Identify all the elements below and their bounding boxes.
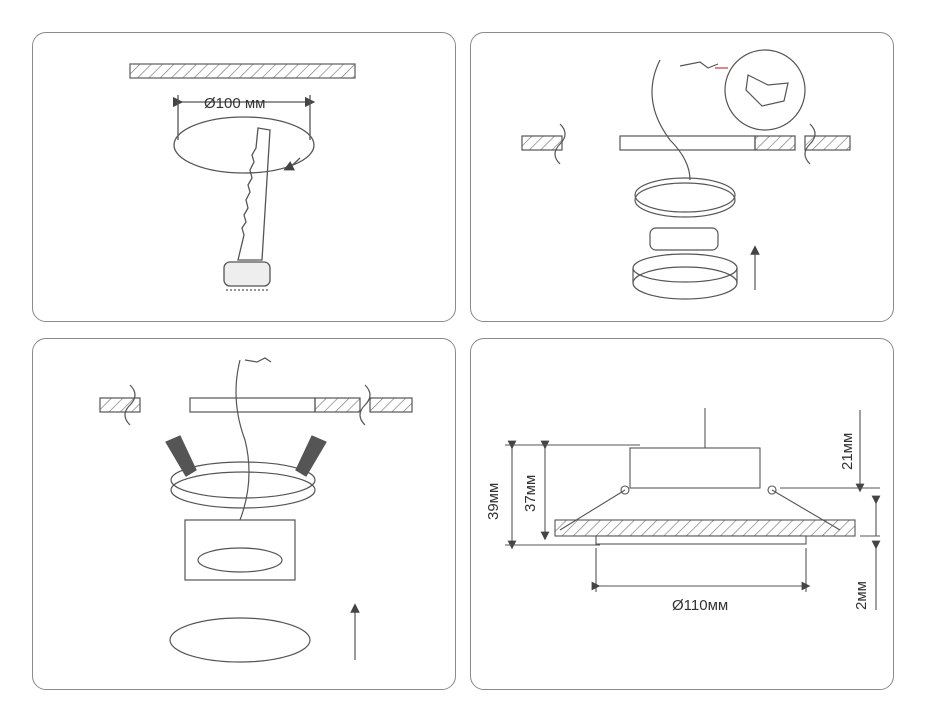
step-mounting-panel	[32, 338, 456, 690]
saw-handle	[223, 261, 271, 287]
mounting-illustration	[99, 357, 413, 663]
height-total-label: 39мм	[485, 483, 502, 520]
flange-label: 2мм	[853, 581, 870, 610]
dimension-drawing	[505, 408, 881, 610]
height-body-label: 37мм	[522, 475, 539, 512]
cut-hole-illustration	[129, 63, 356, 291]
trim-ring	[169, 617, 311, 663]
cut-diameter-label: Ø100 мм	[204, 95, 266, 112]
step-wiring-panel	[470, 32, 894, 322]
height-top-label: 21мм	[839, 433, 856, 470]
cut-circle	[173, 116, 315, 174]
diameter-label: Ø110мм	[672, 597, 728, 614]
saw-blade	[237, 127, 271, 261]
fixture-ring	[634, 182, 736, 218]
terminal-zoom	[724, 49, 806, 131]
wiring-illustration	[521, 49, 851, 300]
ceiling-section	[129, 63, 356, 79]
light-module	[632, 253, 738, 283]
